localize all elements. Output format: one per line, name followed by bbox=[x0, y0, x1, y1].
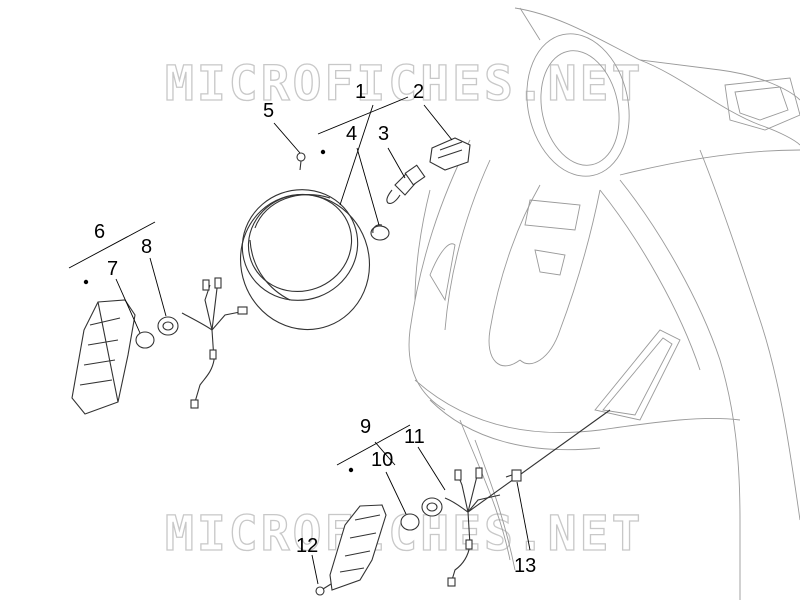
bracket-group-1 bbox=[317, 96, 409, 135]
callout-10: 10 bbox=[371, 449, 393, 471]
callout-labels: 1 2 3 4 5 6 7 8 9 10 11 12 13 bbox=[94, 81, 536, 577]
scooter-body-outline bbox=[408, 7, 800, 600]
callout-5: 5 bbox=[263, 100, 274, 122]
right-indicator-wiring bbox=[444, 409, 611, 587]
callout-1: 1 bbox=[355, 81, 366, 103]
indicator-screw bbox=[315, 583, 332, 596]
callout-8: 8 bbox=[141, 236, 152, 258]
left-indicator-bulb bbox=[135, 331, 155, 349]
callout-13: 13 bbox=[514, 555, 536, 577]
bulb-socket bbox=[429, 137, 471, 171]
leader-lines bbox=[115, 104, 531, 585]
callout-12: 12 bbox=[296, 535, 318, 557]
group-brackets bbox=[68, 96, 411, 473]
callout-4: 4 bbox=[346, 123, 357, 145]
right-indicator-socket bbox=[421, 497, 443, 517]
callout-6: 6 bbox=[94, 221, 105, 243]
callout-9: 9 bbox=[360, 416, 371, 438]
callout-3: 3 bbox=[378, 123, 389, 145]
right-indicator-bulb bbox=[400, 513, 420, 531]
clip-fastener bbox=[505, 469, 522, 482]
watermark-bottom: MICROFICHES.NET bbox=[165, 506, 643, 562]
right-indicator-lens bbox=[329, 504, 387, 591]
headlight-reflector bbox=[239, 189, 371, 331]
headlight-assembly bbox=[239, 137, 471, 331]
bracket-group-9 bbox=[336, 424, 411, 466]
bracket-group-6 bbox=[68, 221, 156, 269]
watermark-top: MICROFICHES.NET bbox=[165, 56, 643, 112]
callout-2: 2 bbox=[413, 81, 424, 103]
headlight-screw bbox=[296, 152, 306, 171]
dot-group-6 bbox=[83, 279, 89, 285]
right-indicator-assembly bbox=[315, 409, 611, 596]
left-indicator-lens bbox=[71, 299, 136, 415]
left-indicator-socket bbox=[157, 316, 179, 336]
parking-bulb bbox=[370, 224, 390, 241]
dot-group-9 bbox=[348, 467, 354, 473]
callout-11: 11 bbox=[404, 426, 425, 448]
dot-group-1 bbox=[320, 149, 326, 155]
headlight-bulb bbox=[386, 164, 426, 204]
left-indicator-wiring bbox=[181, 277, 248, 409]
left-indicator-assembly bbox=[71, 277, 248, 415]
callout-7: 7 bbox=[107, 258, 118, 280]
